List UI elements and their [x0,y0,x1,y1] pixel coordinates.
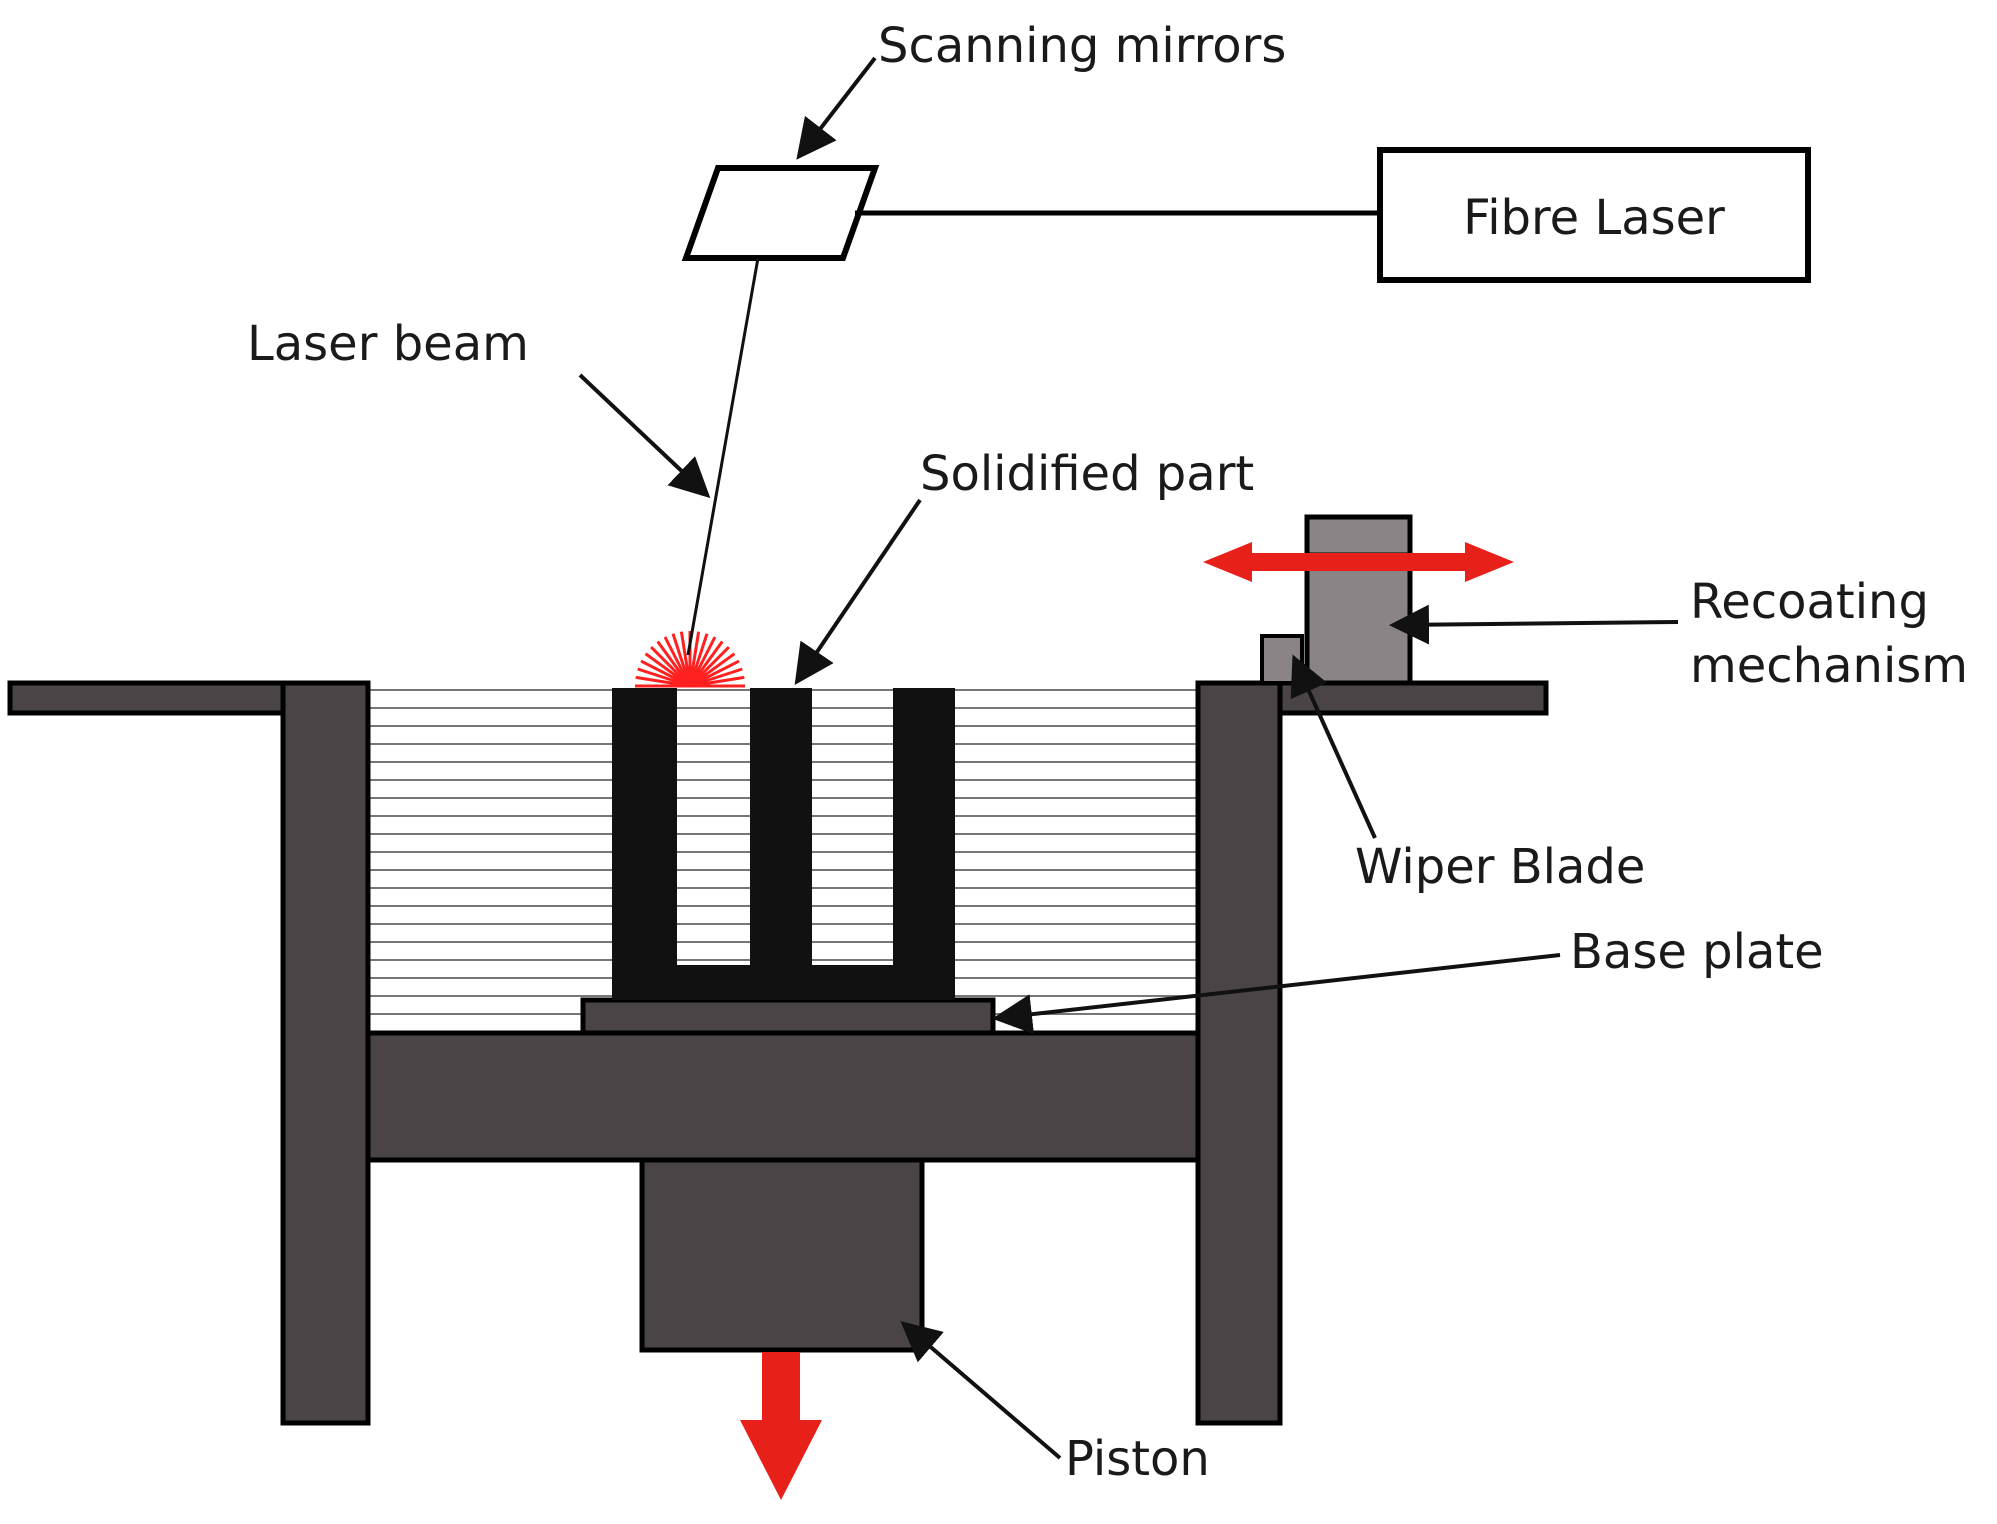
laser-beam-label: Laser beam [247,316,529,372]
wiper-blade-arrow [1290,654,1377,839]
left-wall [280,680,371,1426]
solidified-part-arrow [794,498,922,685]
piston-arrow [900,1321,1062,1460]
piston-block [639,1157,925,1353]
base-plate-arrow [992,953,1561,1035]
solidified-part [612,688,955,1000]
fibre-laser-label: Fibre Laser [1463,190,1725,246]
laser-beam [686,257,760,656]
wiper-blade [1260,634,1304,685]
laser-beam-arrow [578,373,711,499]
piston-motion-arrow [740,1352,822,1500]
solidified-part-label: Solidified part [920,446,1254,502]
fibre-laser-box [1377,147,1811,283]
wiper-blade-label: Wiper Blade [1355,839,1645,895]
scanning-mirror [681,165,880,261]
recoating-arrow [1389,604,1679,645]
recoater-motion-arrow [1203,542,1514,582]
scanning-mirrors-label: Scanning mirrors [878,18,1286,74]
recoating-label-line1: Recoating [1690,574,1929,630]
laser-spot [635,631,745,688]
scanning-mirrors-arrow [796,56,877,160]
recoating-mechanism [1260,514,1413,686]
recoating-label-line2: mechanism [1690,638,1968,694]
base-plate-label: Base plate [1570,924,1824,980]
base-plate [580,997,996,1036]
piston-label: Piston [1065,1431,1210,1487]
build-platform [365,1030,1201,1163]
right-wall [1195,680,1283,1426]
